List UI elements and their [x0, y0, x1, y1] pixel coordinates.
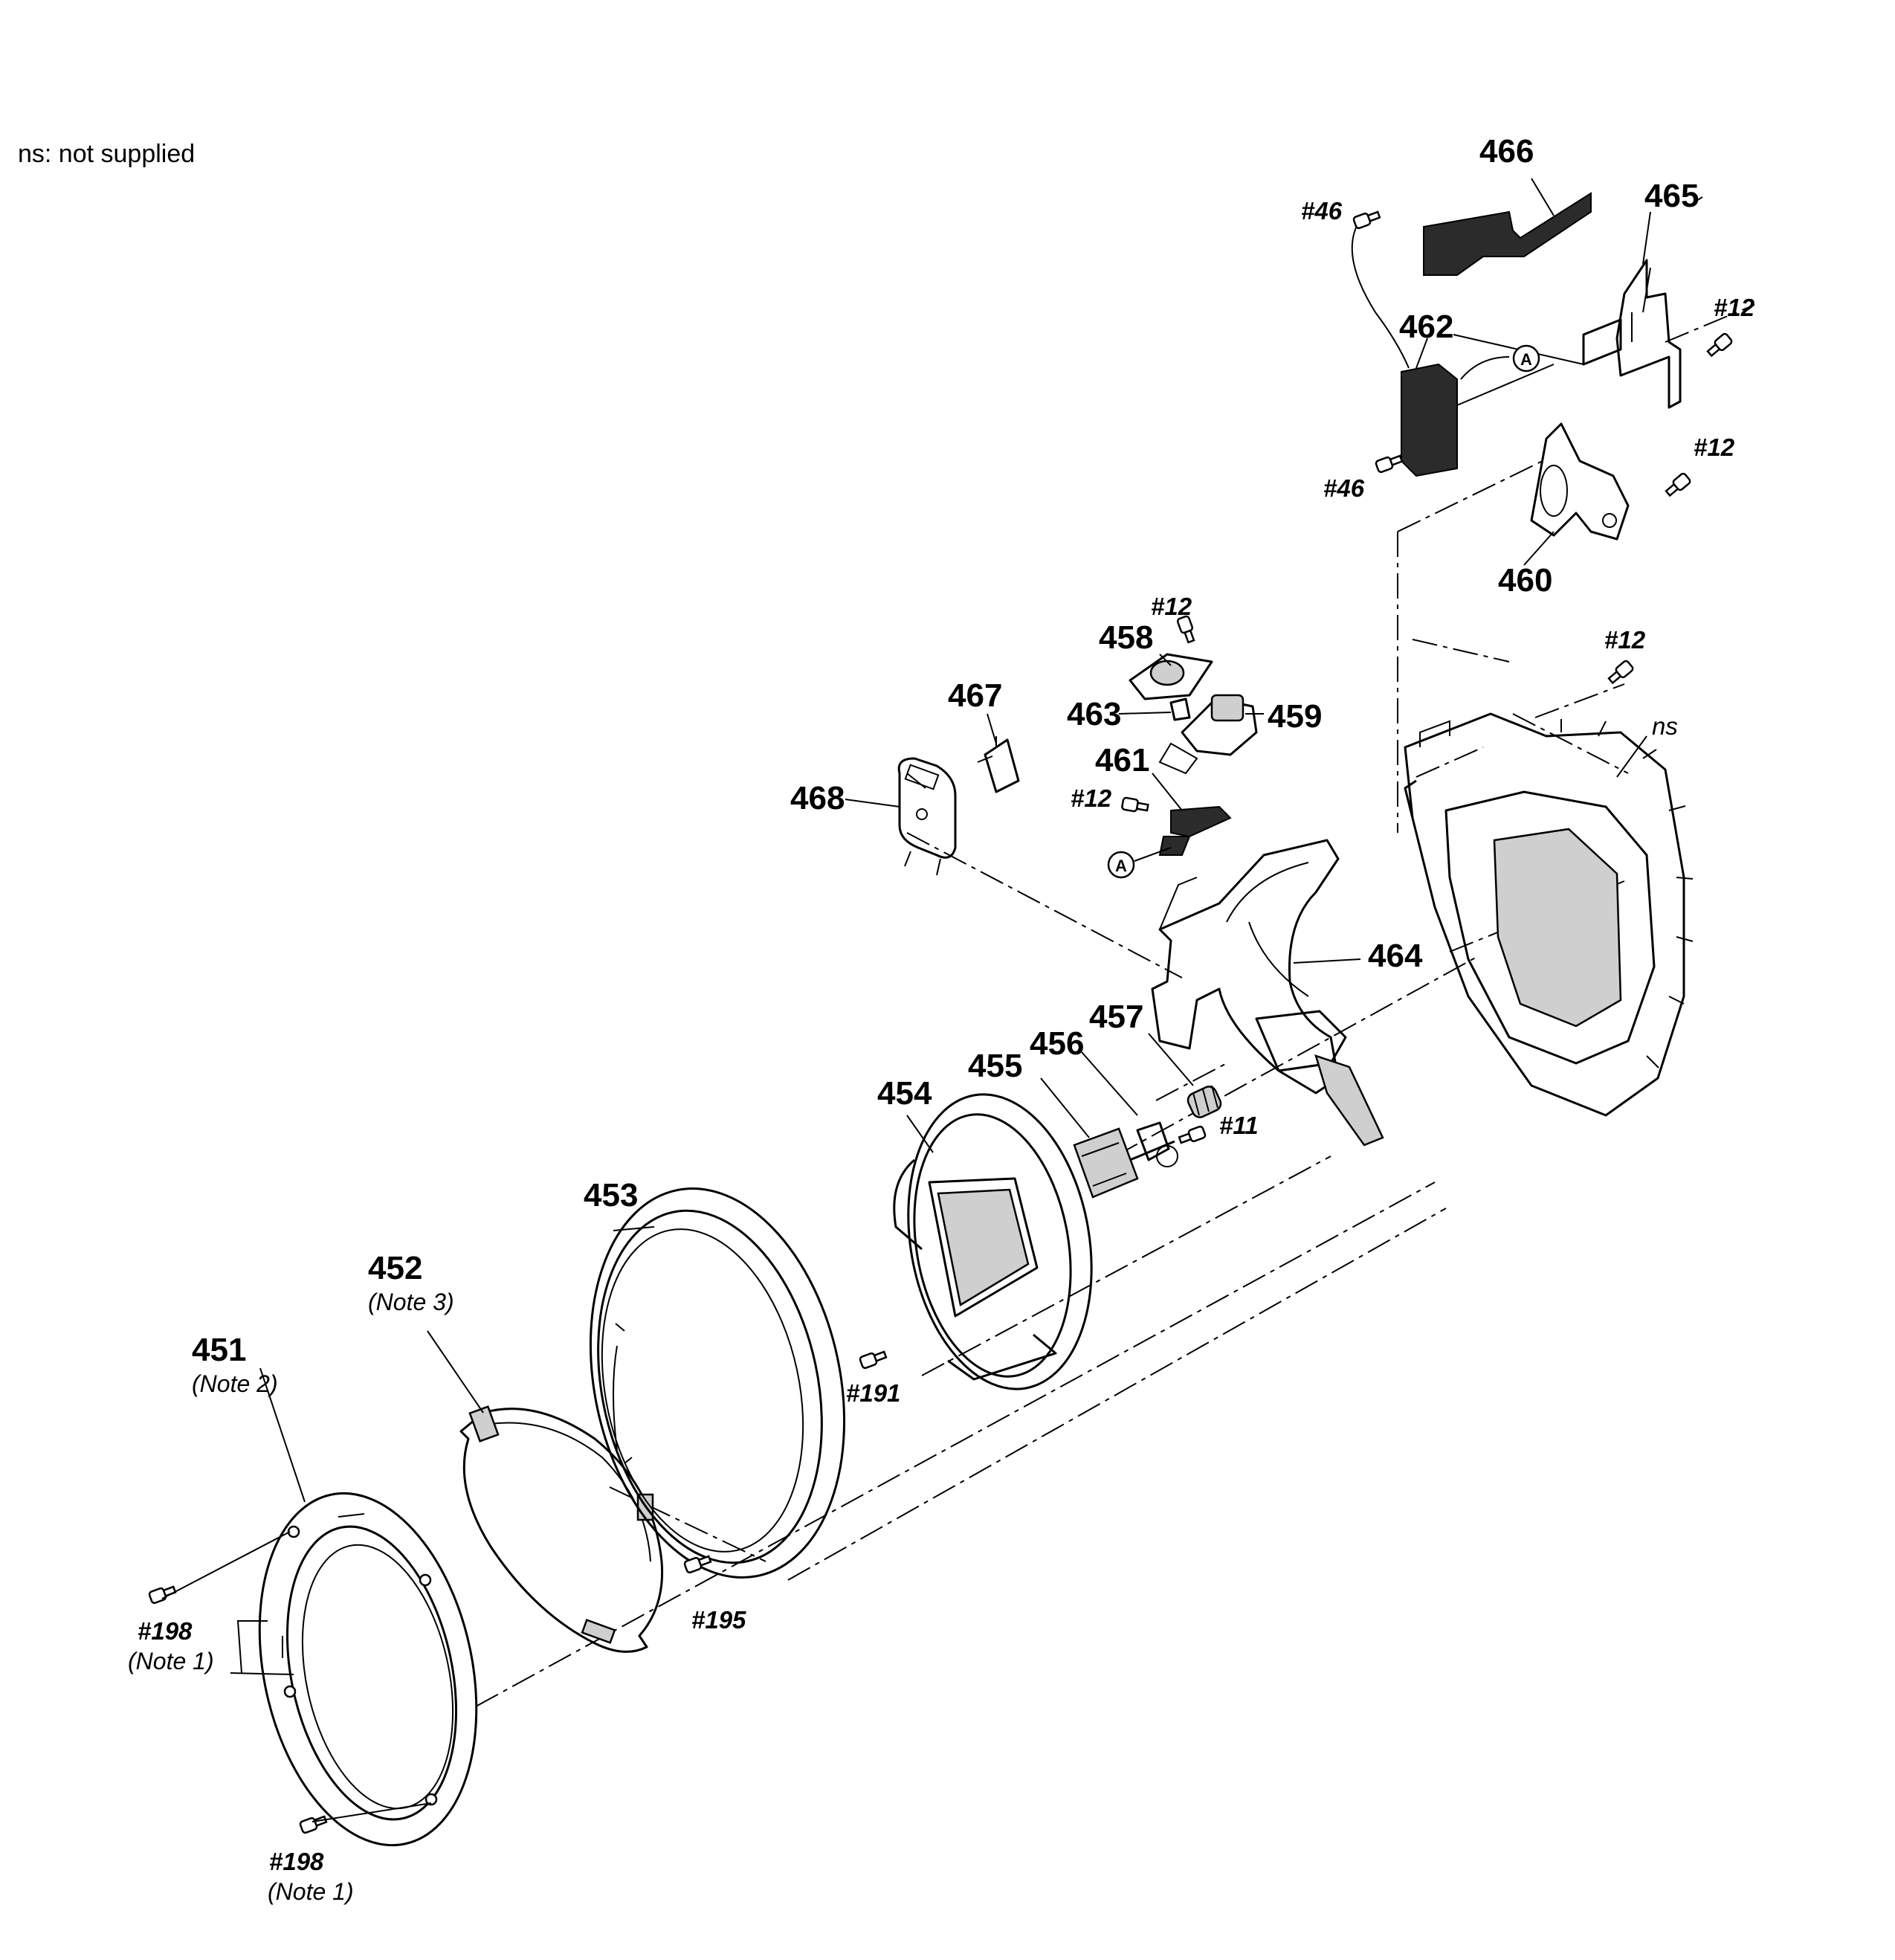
part-458-switch	[1129, 653, 1213, 700]
label-screw-12-c: #12	[1151, 593, 1192, 620]
note-451: (Note 2)	[192, 1370, 278, 1397]
screw-labels: #46 #46 #12 #12 #12 #12 #12 #11 #191 #19…	[138, 197, 1755, 1875]
part-454-mount-frame	[893, 1093, 1093, 1390]
label-screw-195: #195	[691, 1606, 746, 1634]
part-462-flex-board	[1401, 363, 1458, 477]
screw-46-top	[1352, 210, 1381, 230]
screw-198-bottom	[299, 1815, 328, 1834]
label-screw-46-top: #46	[1301, 197, 1343, 225]
label-454: 454	[877, 1075, 932, 1112]
label-screw-12-e: #12	[1071, 784, 1112, 812]
screw-12-right-a	[1706, 332, 1733, 358]
label-463: 463	[1067, 696, 1121, 732]
screw-191	[859, 1350, 888, 1370]
part-467-bracket	[977, 736, 1020, 793]
svg-text:A: A	[1115, 857, 1127, 875]
label-467: 467	[948, 677, 1002, 714]
label-459: 459	[1268, 698, 1322, 735]
label-455: 455	[968, 1048, 1022, 1084]
part-459-switch-block	[1158, 694, 1258, 775]
label-460: 460	[1498, 562, 1552, 599]
part-468-sensor-board	[897, 757, 957, 876]
note-labels: (Note 3) (Note 2) (Note 1) (Note 1)	[128, 1289, 454, 1905]
part-452-mount-spring-ring	[459, 1405, 664, 1653]
label-456: 456	[1030, 1025, 1084, 1062]
connector-a-middle: A	[1107, 851, 1135, 879]
connector-a-middle-leader	[1134, 847, 1172, 862]
label-453: 453	[584, 1177, 638, 1213]
part-ns-mirror-box	[1404, 712, 1694, 1117]
label-screw-12-d: #12	[1604, 626, 1646, 654]
label-451: 451	[192, 1332, 246, 1368]
part-457-spring	[1187, 1085, 1222, 1118]
screw-195	[683, 1555, 712, 1574]
label-ns: ns	[1652, 712, 1678, 740]
screw-12-458	[1176, 615, 1195, 644]
screw-12-box	[1607, 660, 1634, 685]
label-465: 465	[1644, 178, 1699, 214]
screw-11	[1178, 1125, 1207, 1144]
label-457: 457	[1089, 999, 1143, 1035]
label-screw-12-b: #12	[1694, 433, 1735, 461]
screw-12-461	[1121, 796, 1149, 813]
part-463-clip	[1169, 697, 1191, 721]
legend-not-supplied: ns: not supplied	[18, 140, 195, 168]
label-461: 461	[1095, 742, 1149, 778]
label-466: 466	[1479, 133, 1534, 170]
screw-198-left	[148, 1585, 177, 1605]
label-screw-191: #191	[846, 1379, 900, 1407]
part-461-flexible-board	[1158, 805, 1232, 856]
svg-text:A: A	[1520, 350, 1532, 369]
label-464: 464	[1368, 938, 1423, 974]
label-screw-46-bottom: #46	[1323, 474, 1365, 502]
label-screw-12-a: #12	[1714, 294, 1755, 321]
part-465-bracket-plate	[1582, 259, 1682, 409]
screw-46-bottom	[1375, 454, 1404, 474]
label-452: 452	[368, 1250, 422, 1286]
part-464-mirror-box-front	[1151, 839, 1384, 1147]
part-453-outer-ring	[589, 1187, 846, 1579]
leader-lines	[161, 178, 1703, 1822]
label-468: 468	[790, 780, 845, 816]
part-451-lens-mount-ring	[258, 1492, 478, 1847]
screw-12-right-b	[1665, 472, 1691, 497]
label-screw-198-bottom: #198	[269, 1848, 324, 1875]
part-455-lock-lever	[1073, 1127, 1139, 1199]
part-466-flexible-cable	[1423, 192, 1592, 276]
part-456-lock-pin	[1129, 1121, 1178, 1167]
label-screw-198-left: #198	[138, 1617, 193, 1645]
label-462: 462	[1399, 309, 1453, 345]
screws	[148, 210, 1733, 1834]
note-198-left: (Note 1)	[128, 1648, 214, 1674]
note-452: (Note 3)	[368, 1289, 454, 1315]
part-460-bracket	[1530, 422, 1630, 541]
label-screw-11: #11	[1219, 1112, 1259, 1139]
part-labels: 466 465 462 460 458 463 459 467 461 468 …	[192, 133, 1699, 1368]
note-198-bottom: (Note 1)	[268, 1878, 354, 1905]
connector-a-top: A	[1512, 344, 1540, 373]
label-458: 458	[1099, 619, 1153, 656]
